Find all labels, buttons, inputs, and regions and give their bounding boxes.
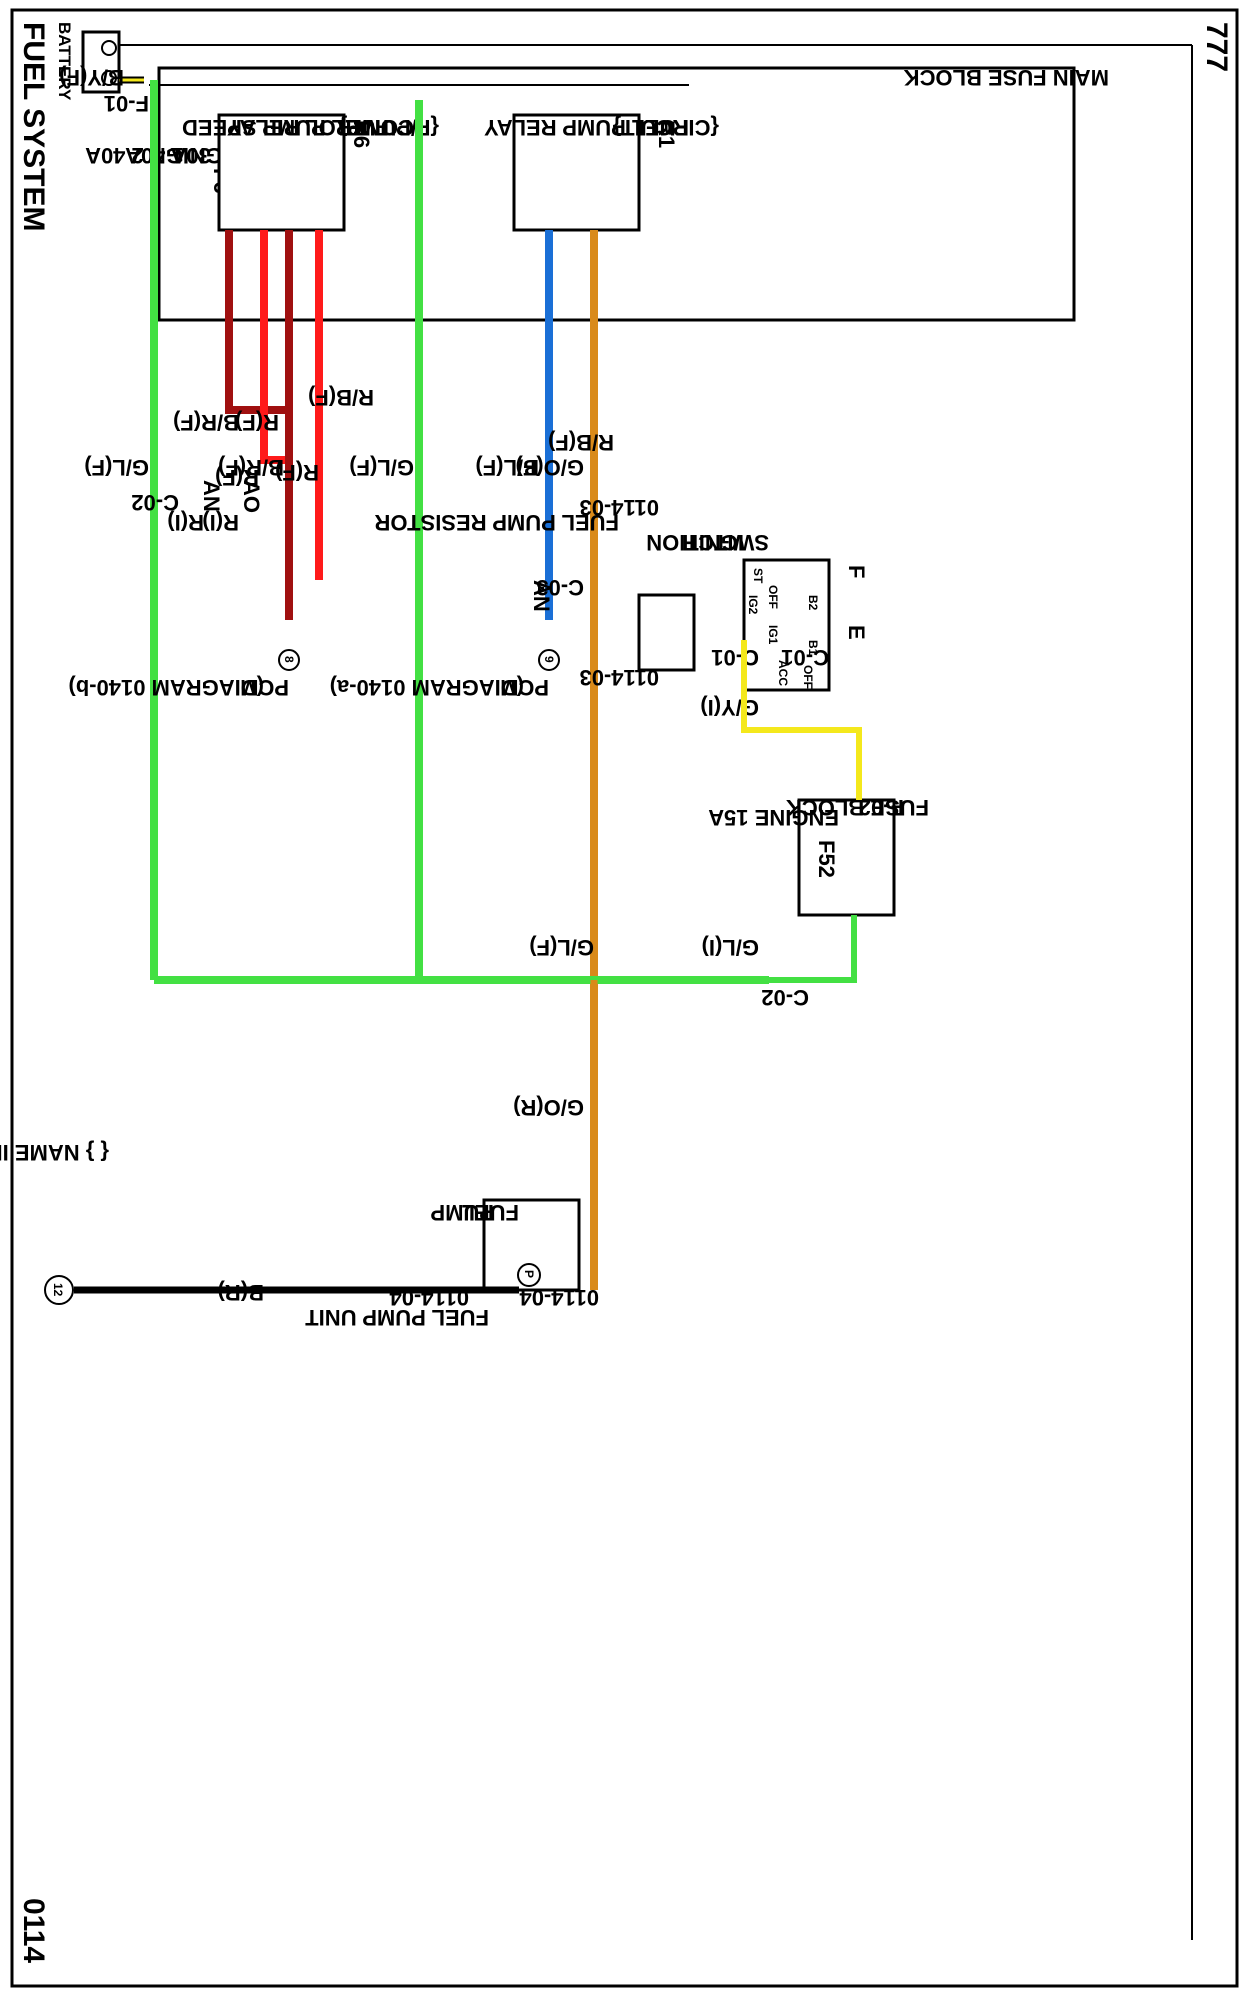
ign-pos-ig1: IG1 xyxy=(766,625,780,645)
pcm-b-num: 8 xyxy=(282,656,296,663)
ground-circle xyxy=(44,1275,74,1305)
wire-label-an1: AN xyxy=(199,480,224,512)
wire-label-ri2: R(I) xyxy=(202,510,239,535)
battery-positive-icon xyxy=(101,70,117,86)
ign-pos-b2: B2 xyxy=(806,595,820,611)
page-number: 0114 xyxy=(17,1898,50,1963)
wire-label-rf2: R(F) xyxy=(275,460,319,485)
relay-r6 xyxy=(217,113,346,232)
battery-label: BATTERY xyxy=(55,22,74,101)
pcm-a-circle xyxy=(538,649,560,671)
wire-label-br: B(R) xyxy=(218,1280,264,1305)
fuel-pump-resistor-label: FUEL PUMP RESISTOR xyxy=(374,510,619,535)
connector-f01: F-01 xyxy=(104,91,149,116)
wire-label-by: B/Y(F) xyxy=(59,65,124,90)
relay-r6-note: {F/PUMP} xyxy=(338,115,439,140)
ign-pos-b1: B1 xyxy=(806,640,820,656)
connector-c03: C-03 xyxy=(536,575,584,600)
wire-gl-eng xyxy=(769,915,857,983)
wire-label-br-f: B/R(F) xyxy=(173,410,239,435)
relay-r1-note: {CIRCUIT} xyxy=(612,115,719,140)
relay-r1 xyxy=(512,113,641,232)
fuse-f6-label: IGN 2 40A xyxy=(85,143,189,168)
pcm-a-diagram: (DIAGRAM 0140-a) xyxy=(330,675,524,700)
pcm-b-label: PCM xyxy=(240,675,289,700)
wire-label-gor: G/O(R) xyxy=(513,1095,584,1120)
wire-label-ao: AO xyxy=(239,480,264,513)
relay-r1-id: R1 xyxy=(654,120,679,148)
engine-fuse-conn: F-02 xyxy=(859,795,904,820)
ignition-switch-conn: C-01 xyxy=(781,645,829,670)
connector-c02-bottom: C-02 xyxy=(761,985,809,1010)
ground-reference: 777 xyxy=(1200,22,1233,72)
wire-label-ri1: R(I) xyxy=(167,510,204,535)
resistor-conn-a: 0114-03 xyxy=(579,495,659,520)
engine-fuse-block xyxy=(797,798,896,917)
relay-r6-name: FUEL PUMP SPEED xyxy=(182,115,389,140)
battery-symbol xyxy=(81,30,121,94)
fuel-pump-box xyxy=(482,1198,581,1292)
wire-label-glf2: G/L(F) xyxy=(84,455,149,480)
pcm-b-diagram: (DIAGRAM 0140-b) xyxy=(68,675,264,700)
wire-ign2 xyxy=(225,230,289,414)
ign-pos-st: ST xyxy=(751,568,765,584)
wire-label-rbf2: R/B(F) xyxy=(548,430,614,455)
page-border xyxy=(10,8,1239,1988)
wire-label-rbf1: R/B(F) xyxy=(308,385,374,410)
ignition-term-f: F xyxy=(844,565,869,578)
ignition-switch-label1: IGNITION xyxy=(646,530,744,555)
fuel-pump-motor-icon xyxy=(517,1263,541,1287)
fuel-pump-box2: PUMP xyxy=(430,1200,494,1225)
relay-r6-name2: CONTROL RELAY xyxy=(227,115,414,140)
wire-gy xyxy=(741,640,862,800)
pcm-a-label: PCM xyxy=(500,675,549,700)
wire-label-gli: G/L(I) xyxy=(702,935,759,960)
page-title: FUEL SYSTEM xyxy=(17,22,50,231)
wire-label-an2: AN xyxy=(529,580,554,612)
wire-label-rf1: R(F) xyxy=(235,410,279,435)
footnote: { } NAME INDICATED ON FUSE BOX COVER xyxy=(0,1140,109,1165)
ignition-switch-label2: SWITCH xyxy=(682,530,769,555)
fuel-pump-symbol: P xyxy=(522,1270,536,1278)
wire-label-glf1: G/L(F) xyxy=(349,455,414,480)
wire-label-rf3: R(F) xyxy=(215,465,259,490)
battery-negative-icon xyxy=(101,40,117,56)
ign-pos-acc: ACC xyxy=(776,660,790,686)
relay-r1-name: FUEL PUMP RELAY xyxy=(484,115,689,140)
connector-c02-top: C-02 xyxy=(131,490,179,515)
fuse-f2-label: IGN 1 40A xyxy=(125,143,229,168)
wire-label-gof: G/O(F) xyxy=(516,455,584,480)
engine-fuse-label: ENGINE 15A xyxy=(708,805,839,830)
ignition-term-e: E xyxy=(844,625,869,640)
fuel-pump-box1: FUEL xyxy=(462,1200,519,1225)
ign-pos-off2: OFF xyxy=(801,665,815,689)
wire-label-glf3: G/L(F) xyxy=(529,935,594,960)
relay-r6-id: R6 xyxy=(349,120,374,148)
wire-label-blf: B/L(F) xyxy=(475,455,539,480)
pcm-b-circle xyxy=(278,649,300,671)
wire-label-brf2: B/R(F) xyxy=(218,455,284,480)
pcm-a-num: 9 xyxy=(542,656,556,663)
resistor-conn-b: 0114-03 xyxy=(579,665,659,690)
wire-label-gyi: G/Y(I) xyxy=(700,695,759,720)
wire-ign1 xyxy=(260,230,289,464)
ignition-switch xyxy=(742,558,831,692)
main-fuse-block-title: MAIN FUSE BLOCK xyxy=(904,65,1109,90)
fuel-pump-unit: FUEL PUMP UNIT xyxy=(305,1305,489,1330)
engine-fuse-id: F52 xyxy=(814,840,839,878)
fuel-pump-resistor xyxy=(637,593,696,672)
main-fuse-block xyxy=(157,66,1076,322)
ignition-switch-conn2: C-01 xyxy=(711,645,759,670)
ign-pos-ig2: IG2 xyxy=(746,595,760,615)
ground-num: 12 xyxy=(51,1283,65,1297)
ign-pos-off1: OFF xyxy=(766,585,780,609)
fuel-pump-conn-a: 0114-04 xyxy=(519,1285,599,1310)
